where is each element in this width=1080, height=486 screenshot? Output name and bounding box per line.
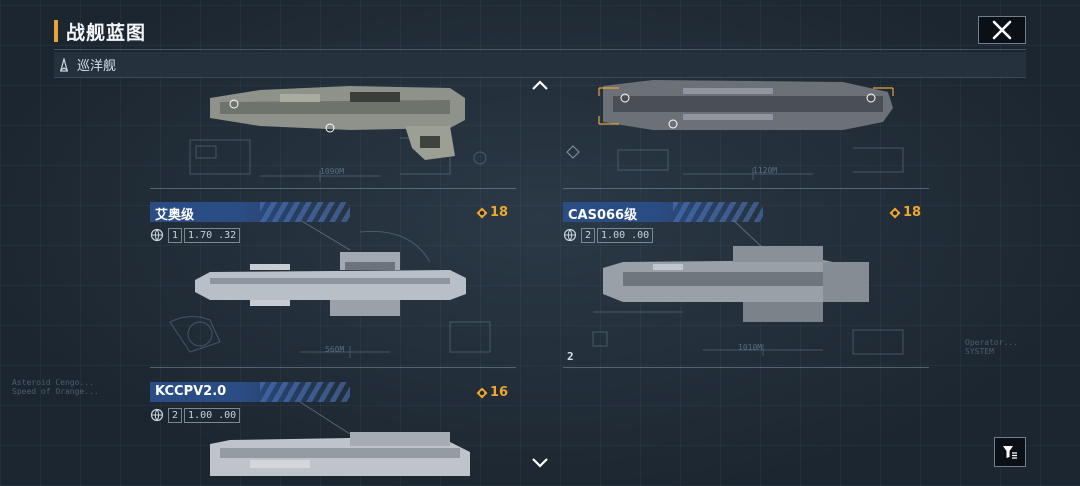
- ship-cost: 18: [889, 205, 921, 220]
- ship-silhouette: [210, 432, 470, 476]
- blueprint-card-4[interactable]: KCCPV2.0 2 1.00 .00 16: [150, 382, 516, 486]
- rank-emblem: [566, 145, 580, 159]
- card-baseline: [150, 367, 516, 368]
- ship-name: CAS066级: [568, 208, 638, 223]
- background-decor-text: Operator...SYSTEM: [965, 338, 1018, 356]
- blueprint-card-0[interactable]: 1090M: [150, 78, 516, 190]
- length-label: 1090M: [320, 167, 344, 176]
- ship-cost: 16: [476, 385, 508, 400]
- blueprint-schematic: [210, 401, 470, 476]
- ship-name-bar: 艾奥级: [150, 202, 350, 223]
- filter-icon: [1003, 446, 1017, 459]
- scroll-up-button[interactable]: [530, 79, 550, 93]
- page-title: 战舰蓝图: [66, 22, 147, 44]
- ship-silhouette: [603, 246, 869, 322]
- stat-values: 1.00 .00: [597, 227, 654, 243]
- ship-name-bar: CAS066级: [563, 202, 763, 223]
- blueprint-schematic: 1120M: [566, 80, 904, 180]
- coin-icon: [476, 207, 488, 219]
- ship-stats: 2 1.00 .00: [563, 227, 654, 243]
- stat-values: 1.00 .00: [184, 407, 241, 423]
- stat-values: 1.70 .32: [184, 227, 241, 243]
- length-label: 1120M: [753, 166, 777, 175]
- ship-stats: 1 1.70 .32: [150, 227, 241, 243]
- globe-icon: [150, 228, 164, 242]
- ship-name: 艾奥级: [155, 208, 195, 223]
- cruiser-icon: [59, 57, 69, 72]
- cost-value: 18: [490, 205, 509, 220]
- ship-silhouette: [210, 86, 465, 160]
- globe-icon: [563, 228, 577, 242]
- coin-icon: [476, 387, 488, 399]
- tier-emblem-text: 2: [567, 350, 574, 363]
- ship-name: KCCPV2.0: [155, 384, 227, 399]
- scroll-down-button[interactable]: [530, 457, 550, 471]
- category-bar[interactable]: 巡洋舰: [54, 52, 1026, 78]
- ship-name-bar: KCCPV2.0: [150, 382, 350, 402]
- page-header: 战舰蓝图: [54, 14, 1026, 50]
- blueprint-card-2[interactable]: 560M 艾奥级 1 1.70 .32 18: [150, 202, 516, 368]
- card-baseline: [150, 188, 516, 189]
- cost-value: 18: [903, 205, 922, 220]
- ship-silhouette: [598, 80, 894, 130]
- category-label: 巡洋舰: [77, 59, 117, 74]
- ship-stats: 2 1.00 .00: [150, 407, 241, 423]
- chevron-down-icon: [532, 458, 548, 468]
- chevron-up-icon: [532, 80, 548, 90]
- coin-icon: [889, 207, 901, 219]
- card-baseline: [563, 188, 929, 189]
- stat-tier: 1: [168, 227, 183, 243]
- blueprint-card-3[interactable]: 2 1010M CAS066级 2 1.00 .00 18: [563, 202, 929, 368]
- header-divider: [54, 49, 1026, 50]
- cost-value: 16: [490, 385, 509, 400]
- ship-silhouette: [195, 252, 466, 316]
- background-decor-text: Asteroid Cengo...Speed of Orange...: [12, 378, 99, 396]
- stat-tier: 2: [581, 227, 596, 243]
- length-label: 1010M: [738, 343, 762, 352]
- filter-button[interactable]: [994, 437, 1026, 467]
- blueprint-card-1[interactable]: 1120M: [563, 78, 929, 190]
- blueprint-schematic: 560M: [169, 219, 491, 358]
- close-icon: [992, 20, 1012, 40]
- ship-cost: 18: [476, 205, 508, 220]
- length-label: 560M: [325, 345, 344, 354]
- blueprint-schematic: 2 1010M: [567, 219, 904, 363]
- globe-icon: [150, 408, 164, 422]
- close-button[interactable]: [978, 16, 1026, 44]
- blueprint-schematic: 1090M: [189, 86, 487, 182]
- stat-tier: 2: [168, 407, 183, 423]
- header-accent: [54, 20, 58, 42]
- card-baseline: [563, 367, 929, 368]
